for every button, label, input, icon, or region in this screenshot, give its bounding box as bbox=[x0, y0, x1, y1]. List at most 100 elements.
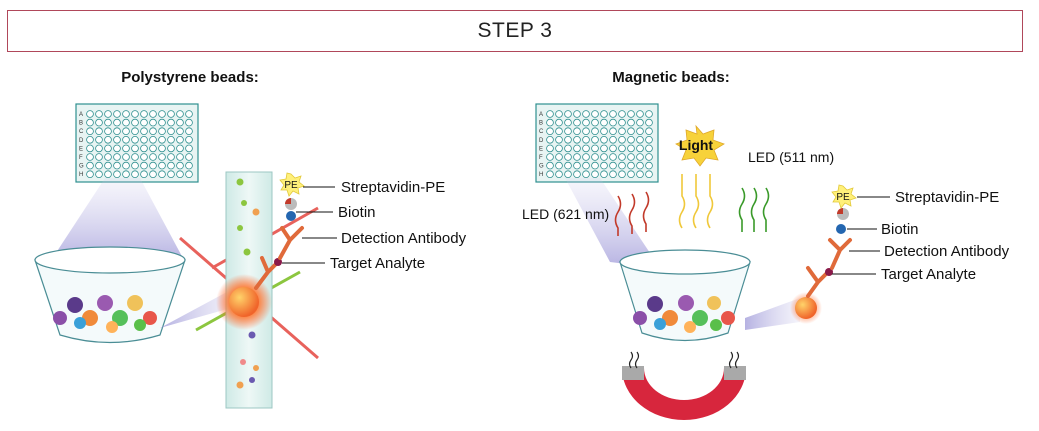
plate-well bbox=[86, 110, 94, 118]
plate-well bbox=[104, 144, 112, 153]
plate-well bbox=[573, 144, 581, 153]
plate-well bbox=[140, 144, 148, 153]
plate-well bbox=[140, 110, 148, 118]
plate-row-label: G bbox=[539, 164, 544, 170]
plate-well bbox=[609, 118, 617, 127]
detection-antibody-label-right: Detection Antibody bbox=[884, 243, 1010, 260]
red-led-arrows bbox=[614, 191, 650, 236]
plate-well bbox=[185, 170, 193, 178]
plate-well bbox=[113, 127, 121, 136]
plate-well bbox=[555, 153, 563, 161]
plate-well bbox=[636, 161, 644, 170]
plate-well bbox=[86, 127, 94, 136]
plate-well bbox=[131, 161, 139, 170]
plate-well bbox=[636, 127, 644, 136]
plate-well bbox=[131, 127, 139, 136]
target-analyte-label-left: Target Analyte bbox=[330, 255, 425, 272]
plate-well bbox=[609, 127, 617, 136]
detection-antibody-label-left: Detection Antibody bbox=[341, 230, 467, 247]
plate-well bbox=[555, 135, 563, 144]
plate-well bbox=[564, 144, 572, 153]
plate-row-label: F bbox=[79, 155, 83, 161]
plate-well bbox=[140, 118, 148, 127]
plate-well bbox=[573, 170, 581, 178]
antibody-assembly-left bbox=[254, 198, 304, 290]
plate-well bbox=[122, 127, 130, 136]
plate-well bbox=[645, 135, 653, 144]
plate-well bbox=[573, 118, 581, 127]
magnetic-bead bbox=[795, 297, 817, 319]
pe-label: PE bbox=[284, 180, 298, 191]
plate-well bbox=[618, 110, 626, 118]
plate-well bbox=[582, 153, 590, 161]
plate-well bbox=[113, 170, 121, 178]
antibody-assembly-right bbox=[806, 208, 852, 298]
magnetic-title: Magnetic beads: bbox=[612, 69, 730, 86]
plate-well bbox=[600, 127, 608, 136]
plate-well bbox=[176, 110, 184, 118]
plate-well bbox=[645, 161, 653, 170]
plate-well bbox=[555, 144, 563, 153]
target-analyte-label-right: Target Analyte bbox=[881, 266, 976, 283]
plate-well bbox=[555, 170, 563, 178]
plate-row-label: H bbox=[79, 172, 83, 178]
plate-well bbox=[627, 135, 635, 144]
plate-well bbox=[618, 118, 626, 127]
plate-well bbox=[86, 161, 94, 170]
plate-well bbox=[176, 127, 184, 136]
plate-well bbox=[645, 110, 653, 118]
plate-well bbox=[609, 170, 617, 178]
plate-well bbox=[591, 127, 599, 136]
plate-well bbox=[546, 135, 554, 144]
plate-well bbox=[609, 153, 617, 161]
zoom-beam bbox=[50, 178, 185, 262]
plate-row-label: B bbox=[79, 121, 83, 127]
plate-row-label: A bbox=[79, 112, 83, 118]
plate-well bbox=[122, 110, 130, 118]
plate-well bbox=[131, 135, 139, 144]
magnet-icon bbox=[622, 351, 746, 420]
plate-well bbox=[645, 118, 653, 127]
plate-well bbox=[158, 153, 166, 161]
plate-well bbox=[564, 170, 572, 178]
plate-well bbox=[636, 153, 644, 161]
plate-well bbox=[140, 161, 148, 170]
plate-well bbox=[122, 118, 130, 127]
plate-well bbox=[95, 127, 103, 136]
plate-well bbox=[113, 135, 121, 144]
plate-well bbox=[104, 110, 112, 118]
plate-well bbox=[158, 144, 166, 153]
plate-well bbox=[122, 153, 130, 161]
biotin-label-right: Biotin bbox=[881, 221, 919, 238]
plate-well bbox=[600, 135, 608, 144]
plate-well bbox=[167, 170, 175, 178]
plate-well bbox=[113, 110, 121, 118]
plate-well bbox=[546, 144, 554, 153]
plate-well bbox=[600, 144, 608, 153]
plate-well bbox=[609, 161, 617, 170]
plate-well bbox=[573, 127, 581, 136]
plate-well bbox=[104, 135, 112, 144]
plate-well bbox=[86, 153, 94, 161]
plate-well bbox=[185, 127, 193, 136]
plate-well bbox=[131, 170, 139, 178]
plate-well bbox=[167, 161, 175, 170]
plate-well bbox=[149, 153, 157, 161]
plate-well bbox=[591, 170, 599, 178]
plate-well bbox=[104, 161, 112, 170]
zoom-beam-2 bbox=[565, 178, 660, 268]
plate-well bbox=[618, 170, 626, 178]
plate-well bbox=[600, 170, 608, 178]
plate-well bbox=[645, 170, 653, 178]
plate-well bbox=[167, 110, 175, 118]
tube-beads bbox=[236, 178, 260, 389]
plate-well bbox=[167, 153, 175, 161]
biotin-label-left: Biotin bbox=[338, 204, 376, 221]
plate-well bbox=[618, 135, 626, 144]
plate-row-label: E bbox=[79, 146, 83, 152]
plate-well bbox=[140, 135, 148, 144]
plate-well bbox=[636, 170, 644, 178]
plate-well bbox=[167, 118, 175, 127]
plate-well bbox=[131, 153, 139, 161]
